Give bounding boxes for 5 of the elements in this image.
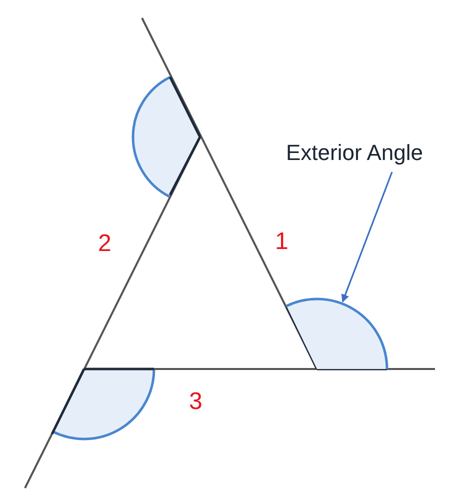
side-number: 2 bbox=[98, 232, 112, 256]
callout-text: Exterior Angle bbox=[286, 140, 424, 166]
side-number: 3 bbox=[189, 390, 202, 414]
side-number: 1 bbox=[275, 230, 288, 254]
arrow bbox=[341, 172, 393, 302]
